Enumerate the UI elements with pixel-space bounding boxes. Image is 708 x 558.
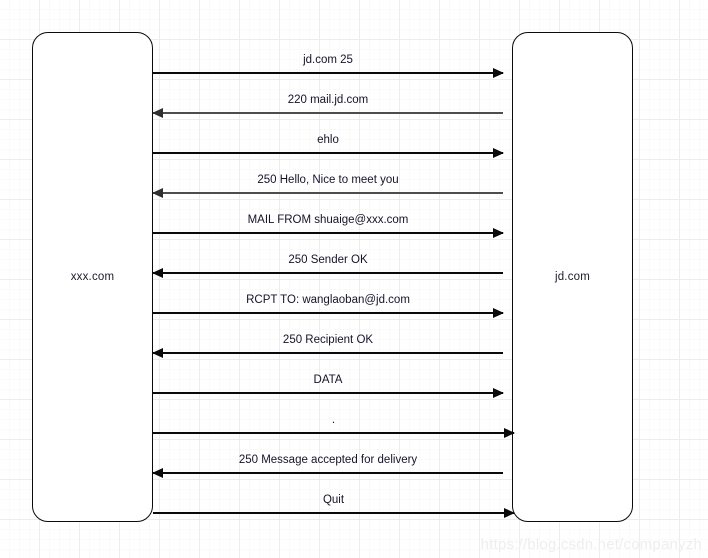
arrow-head-left-icon xyxy=(152,467,163,478)
arrow-head-right-icon xyxy=(493,387,504,398)
message-line-11 xyxy=(153,512,514,514)
arrow-head-right-icon xyxy=(493,227,504,238)
message-line-5 xyxy=(153,272,503,274)
arrow-head-right-icon xyxy=(493,147,504,158)
message-label-1: 220 mail.jd.com xyxy=(287,94,369,106)
arrow-head-left-icon xyxy=(152,107,163,118)
arrow-head-left-icon xyxy=(152,347,163,358)
message-label-11: Quit xyxy=(322,494,345,506)
message-line-0 xyxy=(153,72,503,74)
message-label-2: ehlo xyxy=(317,134,339,146)
lifeline-box-xxx-com[interactable]: xxx.com xyxy=(32,32,153,522)
message-line-1 xyxy=(153,112,503,114)
arrow-head-right-icon xyxy=(493,307,504,318)
arrow-head-left-icon xyxy=(152,267,163,278)
message-line-6 xyxy=(153,312,503,314)
watermark-text: https://blog.csdn.net/companyzh xyxy=(480,536,702,553)
message-label-6: RCPT TO: wanglaoban@jd.com xyxy=(246,294,410,306)
message-line-3 xyxy=(153,192,503,194)
message-line-4 xyxy=(153,232,503,234)
arrow-head-right-icon xyxy=(504,427,515,438)
lifeline-label-left: xxx.com xyxy=(70,271,115,283)
message-label-9: . xyxy=(331,414,336,426)
message-line-8 xyxy=(153,392,503,394)
message-label-3: 250 Hello, Nice to meet you xyxy=(257,174,399,186)
message-label-4: MAIL FROM shuaige@xxx.com xyxy=(247,214,409,226)
message-line-2 xyxy=(153,152,503,154)
arrow-head-right-icon xyxy=(504,507,515,518)
arrow-head-right-icon xyxy=(493,67,504,78)
message-label-7: 250 Recipient OK xyxy=(282,334,374,346)
message-label-5: 250 Sender OK xyxy=(288,254,368,266)
message-label-8: DATA xyxy=(313,374,343,386)
arrow-head-left-icon xyxy=(152,187,163,198)
message-label-10: 250 Message accepted for delivery xyxy=(238,454,418,466)
message-line-9 xyxy=(153,432,514,434)
message-line-10 xyxy=(153,472,503,474)
message-line-7 xyxy=(153,352,503,354)
lifeline-label-right: jd.com xyxy=(554,271,591,283)
message-label-0: jd.com 25 xyxy=(303,54,353,66)
lifeline-box-jd-com[interactable]: jd.com xyxy=(512,32,633,522)
